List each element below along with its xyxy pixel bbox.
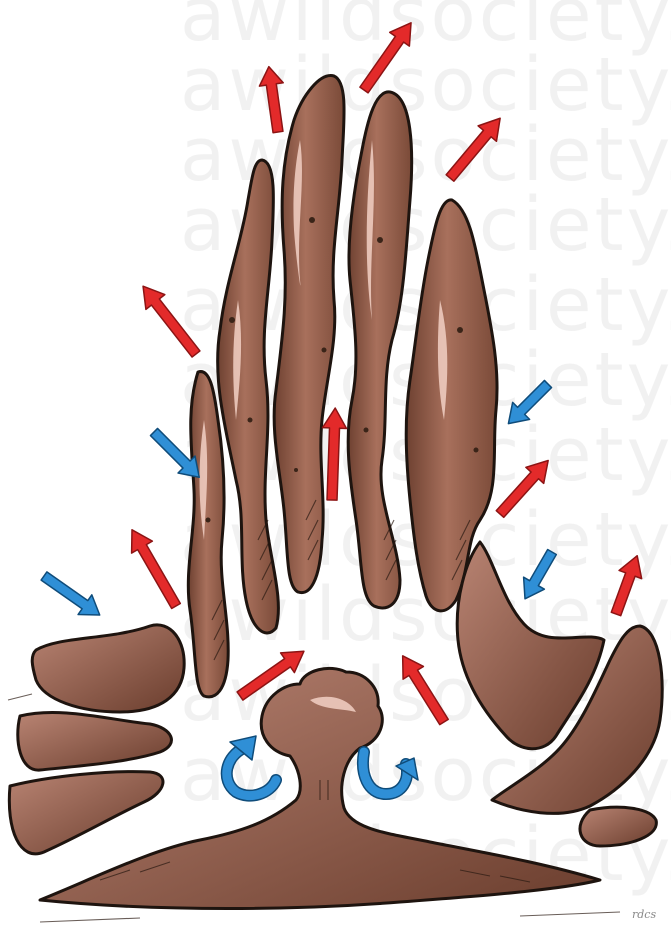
red-arrow-icon: [122, 524, 187, 612]
rock-ledge-left-upper: [32, 625, 184, 712]
rock-ledge-left-lower: [9, 772, 163, 854]
artist-signature: rdcs: [632, 908, 656, 921]
rock-ledge-left-middle: [18, 712, 172, 770]
blue-arrow-icon: [37, 566, 106, 625]
